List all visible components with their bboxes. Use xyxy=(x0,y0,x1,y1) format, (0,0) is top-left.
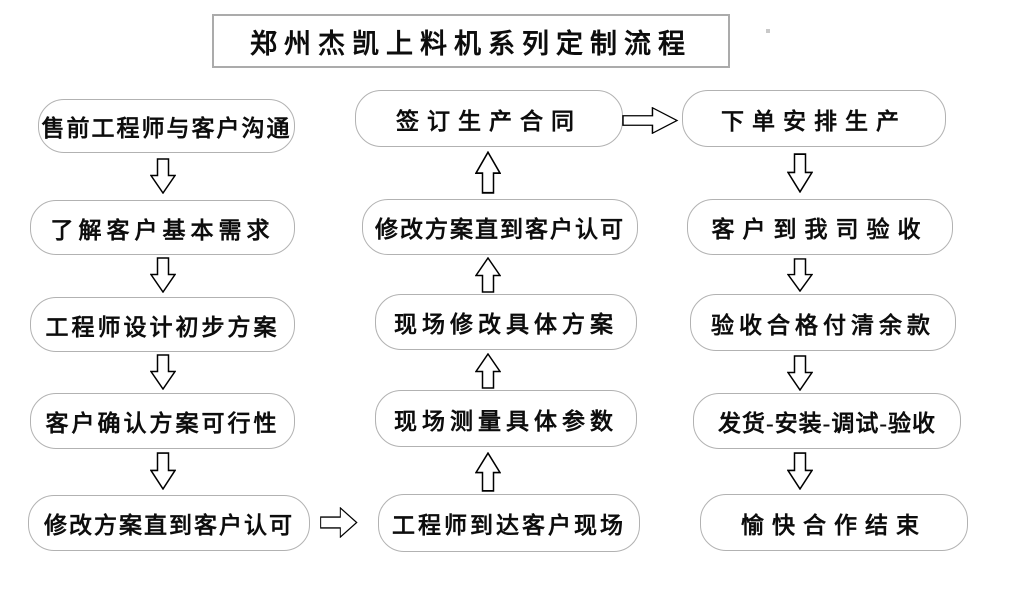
up-arrow-icon xyxy=(475,151,501,194)
down-arrow-icon xyxy=(787,258,813,292)
flow-node-revise-until-approved: 修改方案直到客户认可 xyxy=(28,495,310,551)
flow-node-onsite-measure-params: 现场测量具体参数 xyxy=(375,390,637,447)
flow-node-label: 现场修改具体方案 xyxy=(394,312,618,337)
flow-node-confirm-feasibility: 客户确认方案可行性 xyxy=(30,393,295,449)
flow-node-label: 下单安排生产 xyxy=(721,108,907,134)
flow-node-label: 了解客户基本需求 xyxy=(50,217,275,243)
right-arrow-icon xyxy=(320,507,358,538)
flow-node-place-order: 下单安排生产 xyxy=(682,90,946,147)
flow-node-understand-needs: 了解客户基本需求 xyxy=(30,200,295,255)
flow-node-engineer-arrives-onsite: 工程师到达客户现场 xyxy=(378,494,640,552)
down-arrow-icon xyxy=(787,452,813,490)
flow-node-label: 工程师设计初步方案 xyxy=(45,314,280,340)
page-title: 郑州杰凯上料机系列定制流程 xyxy=(250,28,692,59)
flow-node-label: 现场测量具体参数 xyxy=(394,408,618,434)
flow-node-label: 客户确认方案可行性 xyxy=(45,411,280,436)
flow-node-presales-communication: 售前工程师与客户沟通 xyxy=(38,99,295,153)
flow-node-label: 售前工程师与客户沟通 xyxy=(41,116,292,141)
down-arrow-icon xyxy=(150,452,176,490)
down-arrow-icon xyxy=(150,354,176,390)
flow-node-label: 签订生产合同 xyxy=(396,108,582,134)
right-arrow-icon xyxy=(622,107,679,134)
flow-node-pay-balance: 验收合格付清余款 xyxy=(690,294,956,351)
down-arrow-icon xyxy=(787,355,813,391)
flow-node-revise-until-approved-onsite: 修改方案直到客户认可 xyxy=(362,199,638,255)
flow-node-label: 工程师到达客户现场 xyxy=(392,513,626,538)
up-arrow-icon xyxy=(475,452,501,492)
artifact-dot xyxy=(766,29,770,33)
flow-node-initial-design: 工程师设计初步方案 xyxy=(30,297,295,352)
flow-node-label: 愉快合作结束 xyxy=(741,512,927,538)
flow-node-happy-cooperation-end: 愉快合作结束 xyxy=(700,494,968,551)
title-box: 郑州杰凯上料机系列定制流程 xyxy=(212,14,730,68)
up-arrow-icon xyxy=(475,257,501,293)
flow-node-label: 验收合格付清余款 xyxy=(711,312,935,338)
down-arrow-icon xyxy=(787,153,813,193)
flow-node-label: 发货-安装-调试-验收 xyxy=(718,411,936,436)
flow-node-ship-install-debug-accept: 发货-安装-调试-验收 xyxy=(693,393,961,449)
flow-node-label: 修改方案直到客户认可 xyxy=(375,217,625,242)
down-arrow-icon xyxy=(150,257,176,293)
up-arrow-icon xyxy=(475,353,501,389)
down-arrow-icon xyxy=(150,158,176,194)
flow-node-sign-contract: 签订生产合同 xyxy=(355,90,623,147)
flow-node-label: 客户到我司验收 xyxy=(711,217,929,242)
flow-node-label: 修改方案直到客户认可 xyxy=(44,513,294,538)
flow-node-onsite-revise-plan: 现场修改具体方案 xyxy=(375,294,637,350)
flow-node-customer-acceptance: 客户到我司验收 xyxy=(687,199,953,255)
